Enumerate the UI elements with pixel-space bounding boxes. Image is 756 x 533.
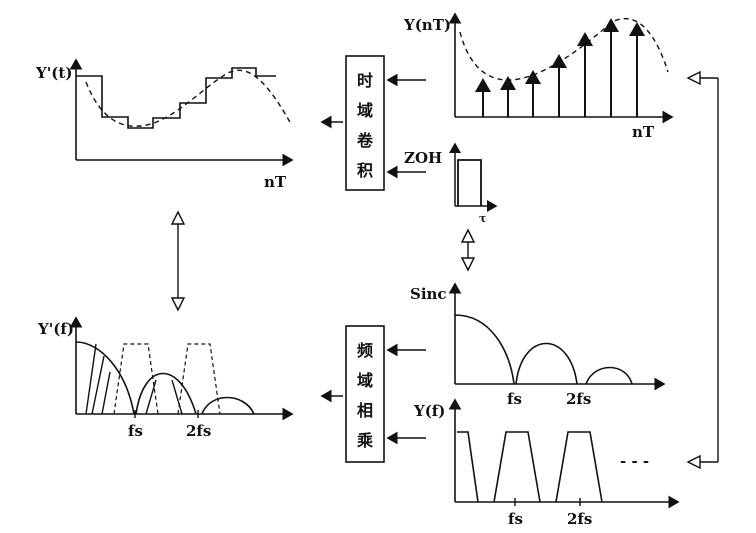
- y-f-spectrum-label: Y(f): [413, 402, 445, 420]
- freq-mult-char-1: 频: [357, 341, 373, 360]
- freq-mult-char-3: 相: [357, 401, 373, 420]
- time-convolution-block: 时 域 卷 积: [320, 55, 426, 191]
- fs-label-spectrum: fs: [508, 510, 523, 528]
- freq-mult-char-2: 域: [357, 371, 373, 390]
- freq-mult-char-4: 乘: [356, 431, 373, 450]
- dashed-envelope-left: [85, 69, 292, 127]
- reconstructed-time-plot: Y'(t) nT: [35, 58, 294, 191]
- nT-label-right: nT: [632, 123, 655, 141]
- zoh-label: ZOH: [404, 149, 442, 167]
- sampled-signal-plot: Y(nT) nT: [403, 12, 674, 141]
- dashed-envelope-right: [459, 17, 669, 81]
- zoh-pulse-plot: ZOH τ: [404, 142, 498, 225]
- dashed-replica-2: [177, 343, 221, 415]
- sinc-label: Sinc: [410, 285, 447, 303]
- staircase-output: [76, 67, 276, 129]
- nT-label-left: nT: [264, 173, 287, 191]
- double-arrow-left: [170, 210, 186, 312]
- 2fs-label-spectrum: 2fs: [567, 510, 592, 528]
- y-f-output-label: Y'(f): [37, 320, 74, 338]
- freq-multiply-block: 频 域 相 乘: [320, 325, 426, 463]
- sample-arrows: [475, 18, 645, 117]
- ellipsis-label: - - -: [620, 452, 649, 470]
- 2fs-label-sinc: 2fs: [566, 390, 591, 408]
- time-conv-char-3: 卷: [356, 131, 374, 150]
- y-t-label: Y'(t): [35, 64, 72, 82]
- fs-label-left: fs: [128, 422, 143, 440]
- output-spectrum-plot: Y'(f) fs 2fs: [37, 316, 294, 440]
- sinc-plot: Sinc fs 2fs: [410, 282, 666, 408]
- zoh-rect-pulse: [457, 159, 482, 206]
- fs-label-sinc: fs: [507, 390, 522, 408]
- sampled-spectrum-plot: Y(f) fs 2fs - - -: [413, 398, 680, 528]
- time-conv-char-1: 时: [357, 71, 373, 90]
- dashed-replica-1: [113, 343, 159, 415]
- time-conv-char-4: 积: [357, 161, 373, 180]
- 2fs-label-left: 2fs: [186, 422, 211, 440]
- tau-label: τ: [479, 212, 486, 225]
- double-arrow-middle: [460, 228, 476, 272]
- time-conv-char-2: 域: [357, 101, 373, 120]
- y-nT-label: Y(nT): [403, 16, 451, 34]
- right-connector: [686, 70, 719, 470]
